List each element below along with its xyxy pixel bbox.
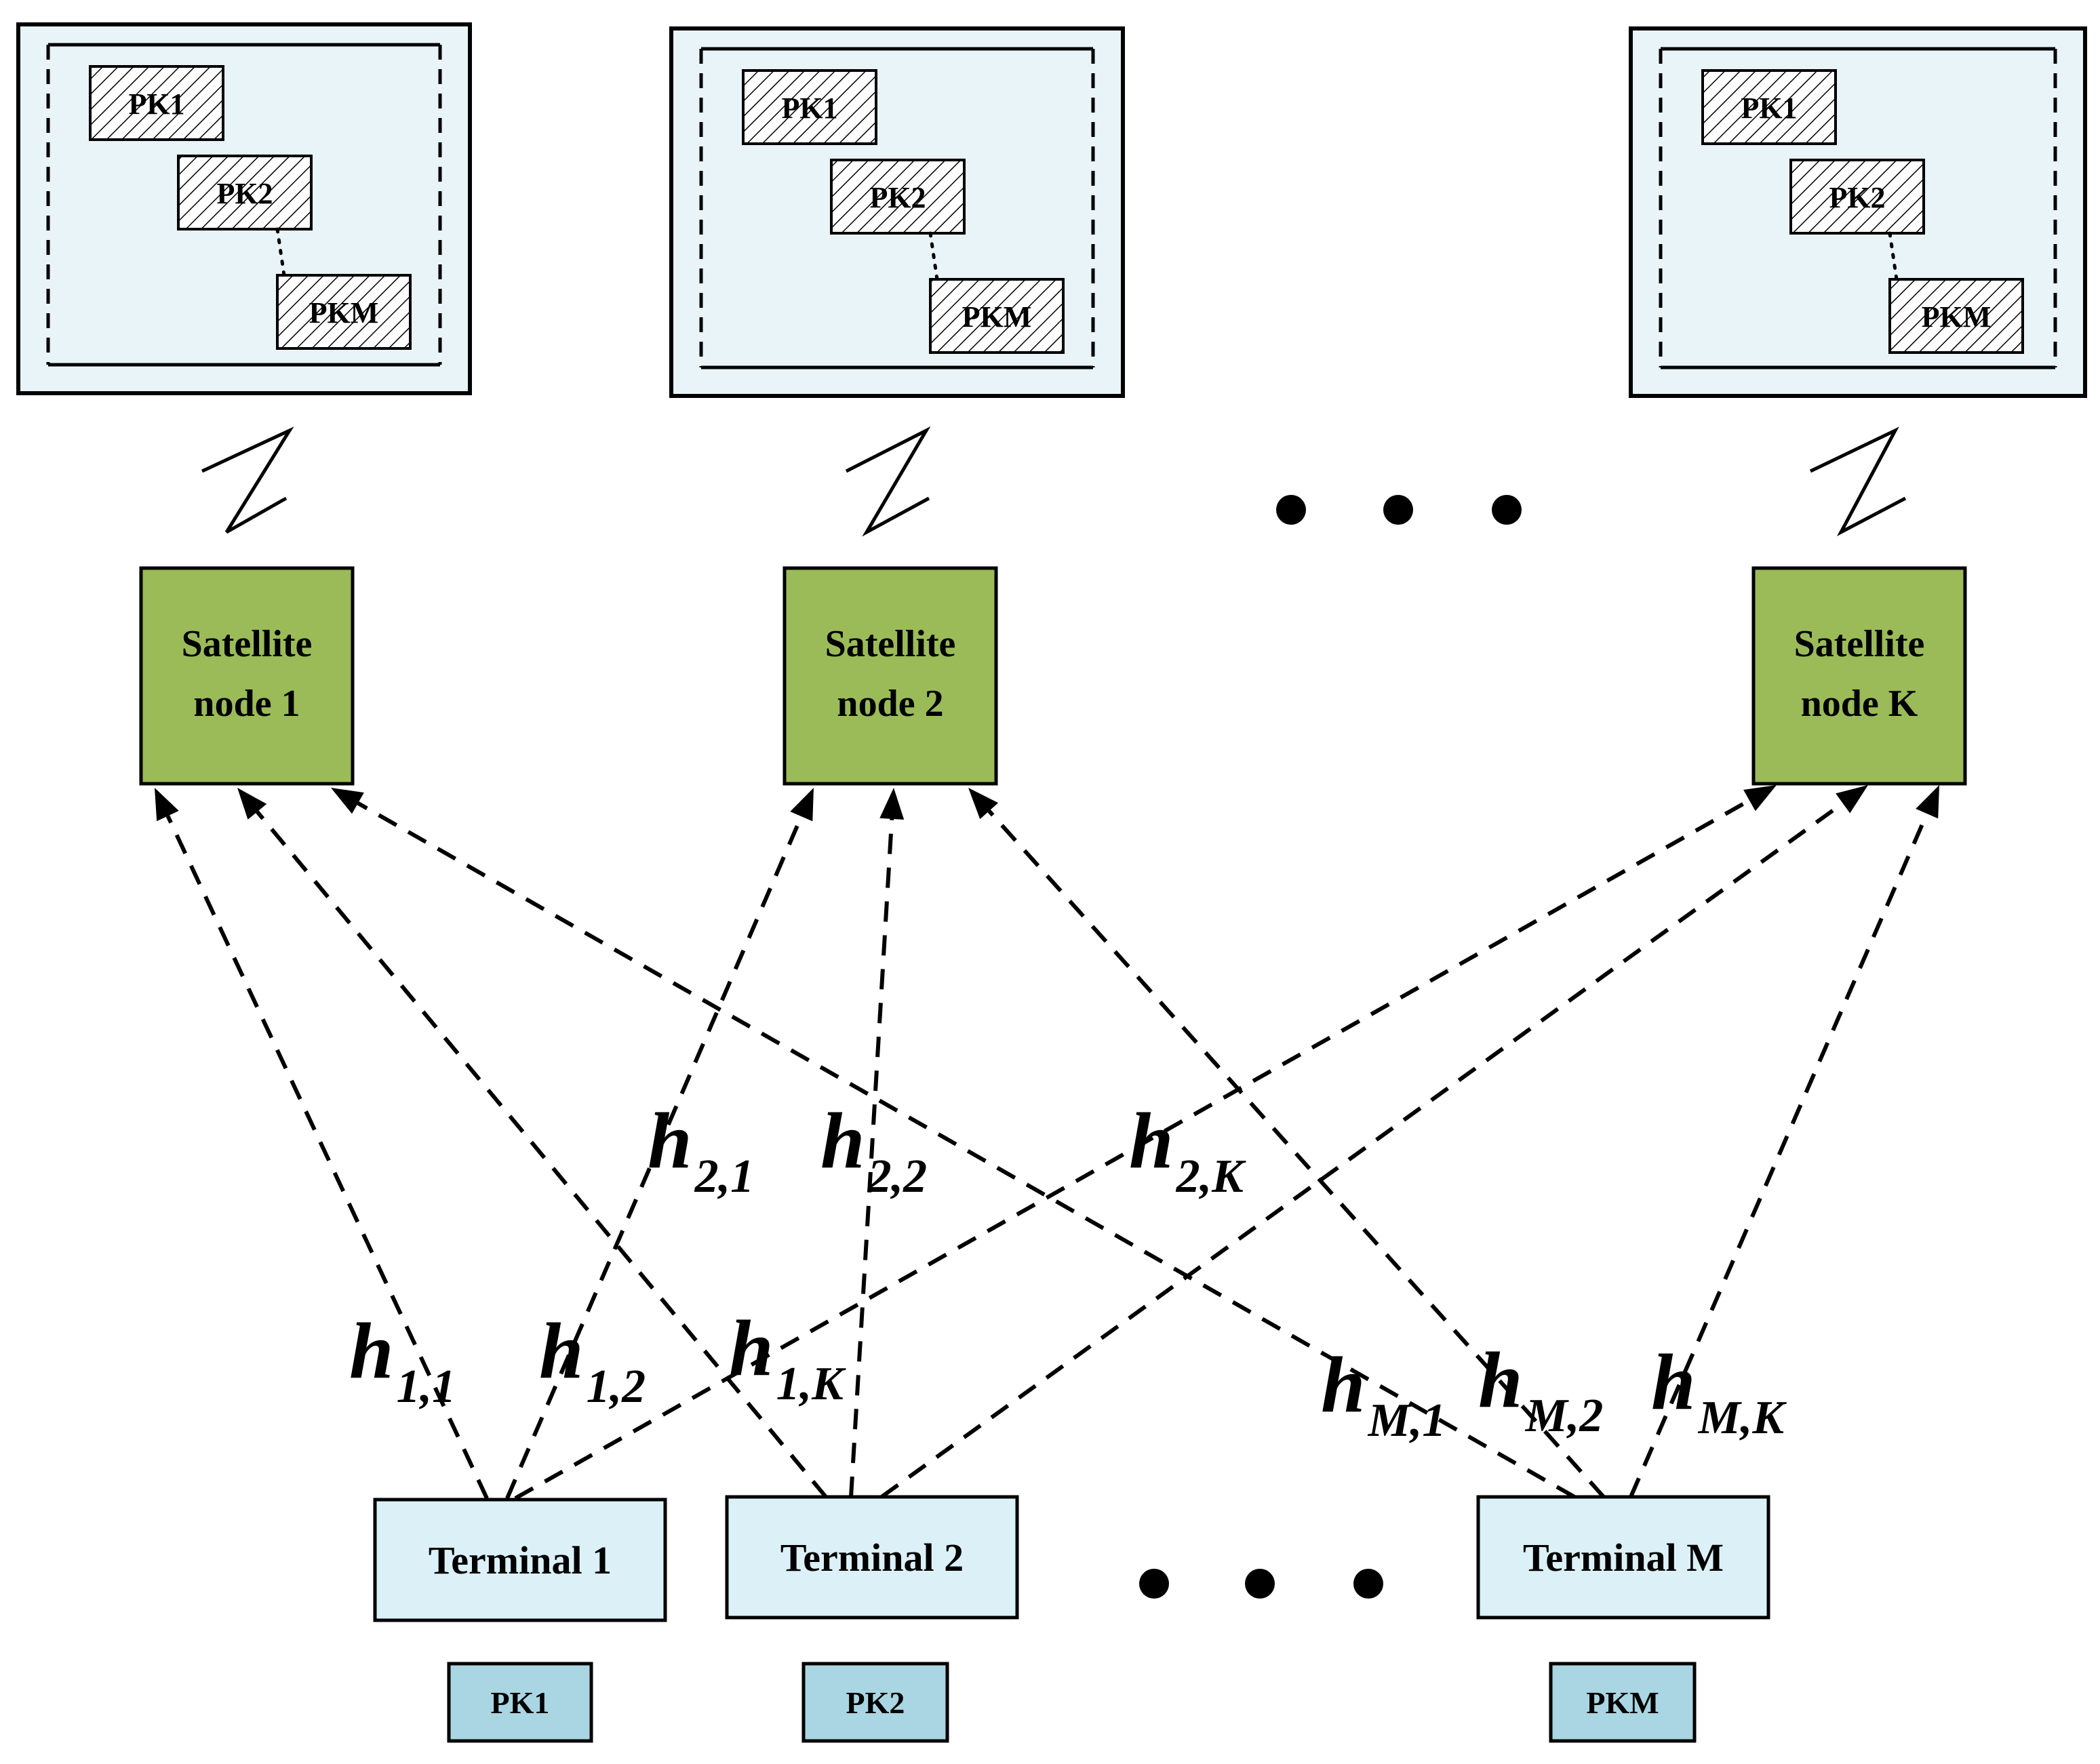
stored-key-pk1: PK1 (89, 65, 224, 141)
channel-link (968, 788, 1606, 1499)
terminal-key-2: PK2 (801, 1662, 949, 1743)
channel-label-h-2: h1,2 (539, 1306, 646, 1413)
channel-link (514, 785, 1777, 1500)
stored-key-label: PK2 (1829, 181, 1885, 214)
channel-label-h-3: h1,K (729, 1304, 846, 1410)
satellite-label-line1: Satellite (1794, 623, 1925, 665)
lightning-icon (845, 426, 931, 537)
ellipsis-dot (1276, 495, 1306, 525)
channel-link (237, 788, 828, 1498)
arrowhead-icon (331, 788, 364, 814)
stored-key-label: PKM (962, 300, 1032, 334)
satellite-label-line1: Satellite (182, 623, 313, 665)
terminal-key-box (447, 1662, 593, 1743)
terminal-box (1476, 1495, 1770, 1620)
satellite-label-line1: Satellite (825, 623, 956, 665)
terminal-box (725, 1495, 1019, 1620)
terminal-key-box (1549, 1662, 1697, 1743)
terminal-label: Terminal 2 (780, 1536, 964, 1580)
terminal-label: Terminal 1 (429, 1538, 612, 1582)
satellite-node-1[interactable]: Satellite node 1 (139, 566, 355, 786)
satellite-box (782, 566, 998, 786)
terminal-ellipsis (1139, 1569, 1383, 1599)
channel-links (155, 785, 1939, 1500)
stored-key-label: PKM (1922, 300, 1992, 334)
terminal-2[interactable]: Terminal 2 (725, 1495, 1019, 1620)
channel-labels: h1,1 h1,2 h1,K h2,1 h2,2 h2,K hM,1 hM,2 hM,K (349, 1096, 1787, 1447)
stored-key-pk1: PK1 (1701, 69, 1837, 145)
stored-key-label: PK1 (128, 87, 184, 121)
key-dotted-connector (928, 231, 939, 281)
key-dotted-connector (1888, 231, 1899, 281)
arrowhead-icon (790, 788, 814, 822)
satellite-label-line2: node K (1801, 683, 1918, 725)
satellite-node-2[interactable]: Satellite node 2 (782, 566, 998, 786)
terminal-3[interactable]: Terminal M (1476, 1495, 1770, 1620)
arrowhead-icon (1916, 785, 1939, 819)
channel-label-h-1: h1,1 (349, 1306, 456, 1413)
stored-key-pk2: PK2 (830, 159, 966, 235)
stored-key-label: PK2 (869, 181, 926, 214)
stored-key-label: PKM (309, 296, 379, 329)
satellite-box (139, 566, 355, 786)
channel-label-h-7: hM,1 (1321, 1340, 1446, 1447)
satellite-box (1751, 566, 1967, 786)
arrowhead-icon (968, 788, 999, 820)
channel-link (1629, 785, 1939, 1498)
channel-label-h-5: h2,2 (820, 1096, 927, 1203)
terminal-key-label: PK2 (846, 1685, 905, 1720)
channel-label-h-8: hM,2 (1478, 1336, 1603, 1442)
channel-link (331, 788, 1576, 1499)
stored-key-pkm: PKM (1888, 278, 2024, 354)
wireless-link-icons (201, 426, 1907, 537)
arrowhead-icon (155, 788, 179, 822)
terminal-key-label: PK1 (491, 1685, 550, 1720)
arrowhead-icon (879, 788, 905, 820)
stored-key-label: PK1 (781, 92, 837, 125)
channel-link (880, 785, 1868, 1499)
key-dotted-connector (275, 227, 286, 277)
satellite-label-line2: node 2 (837, 683, 943, 725)
terminal-1[interactable]: Terminal 1 (373, 1498, 667, 1622)
arrowhead-icon (237, 788, 267, 820)
terminals: Terminal 1 PK1 Terminal 2 PK2 Terminal M PKM (373, 1495, 1770, 1743)
satellite-label-line2: node 1 (193, 683, 300, 725)
channel-label-h-9: hM,K (1651, 1338, 1787, 1444)
terminal-key-3: PKM (1549, 1662, 1697, 1743)
stored-key-pkm: PKM (929, 278, 1065, 354)
arrowhead-icon (1836, 785, 1868, 814)
terminal-key-label: PKM (1586, 1685, 1659, 1720)
arrowhead-icon (1743, 785, 1777, 811)
ellipsis-dot (1383, 495, 1413, 525)
channel-link (155, 788, 489, 1500)
stored-key-pk2: PK2 (177, 155, 313, 230)
satellite-node-3[interactable]: Satellite node K (1751, 566, 1967, 786)
channel-link (849, 788, 905, 1498)
terminal-key-1: PK1 (447, 1662, 593, 1743)
terminal-box (373, 1498, 667, 1622)
channel-link (505, 788, 814, 1500)
channel-label-h-6: h2,K (1129, 1096, 1246, 1203)
stored-key-pkm: PKM (276, 274, 412, 350)
ellipsis-dot (1245, 1569, 1275, 1599)
lightning-icon (201, 426, 294, 534)
satellite-nodes: Satellite node 1 Satellite node 2 Satellite n… (139, 566, 1967, 786)
ellipsis-dot (1353, 1569, 1383, 1599)
terminal-key-box (801, 1662, 949, 1743)
stored-key-label: PK2 (216, 177, 273, 210)
stored-key-pk2: PK2 (1789, 159, 1925, 235)
lightning-icon (1809, 426, 1907, 537)
ellipsis-dot (1492, 495, 1522, 525)
stored-key-pk1: PK1 (742, 69, 877, 145)
stored-key-label: PK1 (1741, 92, 1797, 125)
terminal-label: Terminal M (1523, 1536, 1724, 1580)
ellipsis-dot (1139, 1569, 1169, 1599)
channel-label-h-4: h2,1 (648, 1096, 754, 1203)
satellite-ellipsis (1276, 495, 1522, 525)
